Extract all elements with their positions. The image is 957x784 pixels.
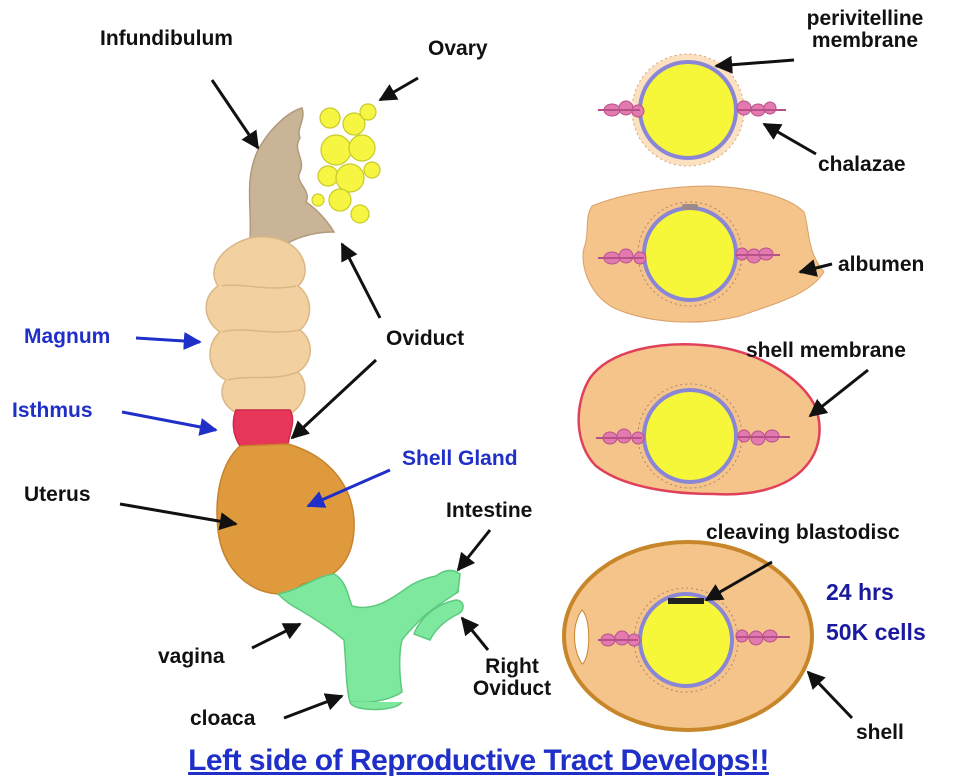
magnum-shape: [206, 237, 310, 414]
egg-stage-shell-membrane: [579, 344, 820, 494]
label-perivitelline-line2: membrane: [790, 30, 940, 52]
label-cloaca: cloaca: [190, 708, 255, 730]
egg-stage-shell: [564, 542, 812, 730]
label-shell: shell: [856, 722, 904, 744]
label-cells: 50K cells: [826, 620, 926, 644]
label-oviduct: Oviduct: [386, 328, 464, 350]
label-right-oviduct-line2: Oviduct: [472, 678, 552, 700]
label-uterus: Uterus: [24, 484, 91, 506]
label-shell-membrane: shell membrane: [746, 340, 906, 362]
label-albumen: albumen: [838, 254, 924, 276]
egg-stage-albumen: [583, 186, 824, 322]
label-intestine: Intestine: [446, 500, 532, 522]
label-isthmus: Isthmus: [12, 400, 93, 422]
label-ovary: Ovary: [428, 38, 488, 60]
label-right-oviduct: Right Oviduct: [472, 656, 552, 700]
label-right-oviduct-line1: Right: [472, 656, 552, 678]
label-magnum: Magnum: [24, 326, 110, 348]
isthmus-shape: [233, 410, 292, 446]
label-vagina: vagina: [158, 646, 225, 668]
label-shell-gland: Shell Gland: [402, 448, 518, 470]
label-infundibulum: Infundibulum: [100, 28, 233, 50]
label-perivitelline-membrane: perivitelline membrane: [790, 8, 940, 52]
egg-stage-perivitelline: [598, 54, 786, 166]
ovary-shape: [312, 104, 380, 223]
footer-caption: Left side of Reproductive Tract Develops…: [0, 744, 957, 778]
label-chalazae: chalazae: [818, 154, 906, 176]
label-hours: 24 hrs: [826, 580, 894, 604]
label-perivitelline-line1: perivitelline: [790, 8, 940, 30]
uterus-shape: [217, 444, 354, 594]
label-cleaving-blastodisc: cleaving blastodisc: [706, 522, 900, 544]
